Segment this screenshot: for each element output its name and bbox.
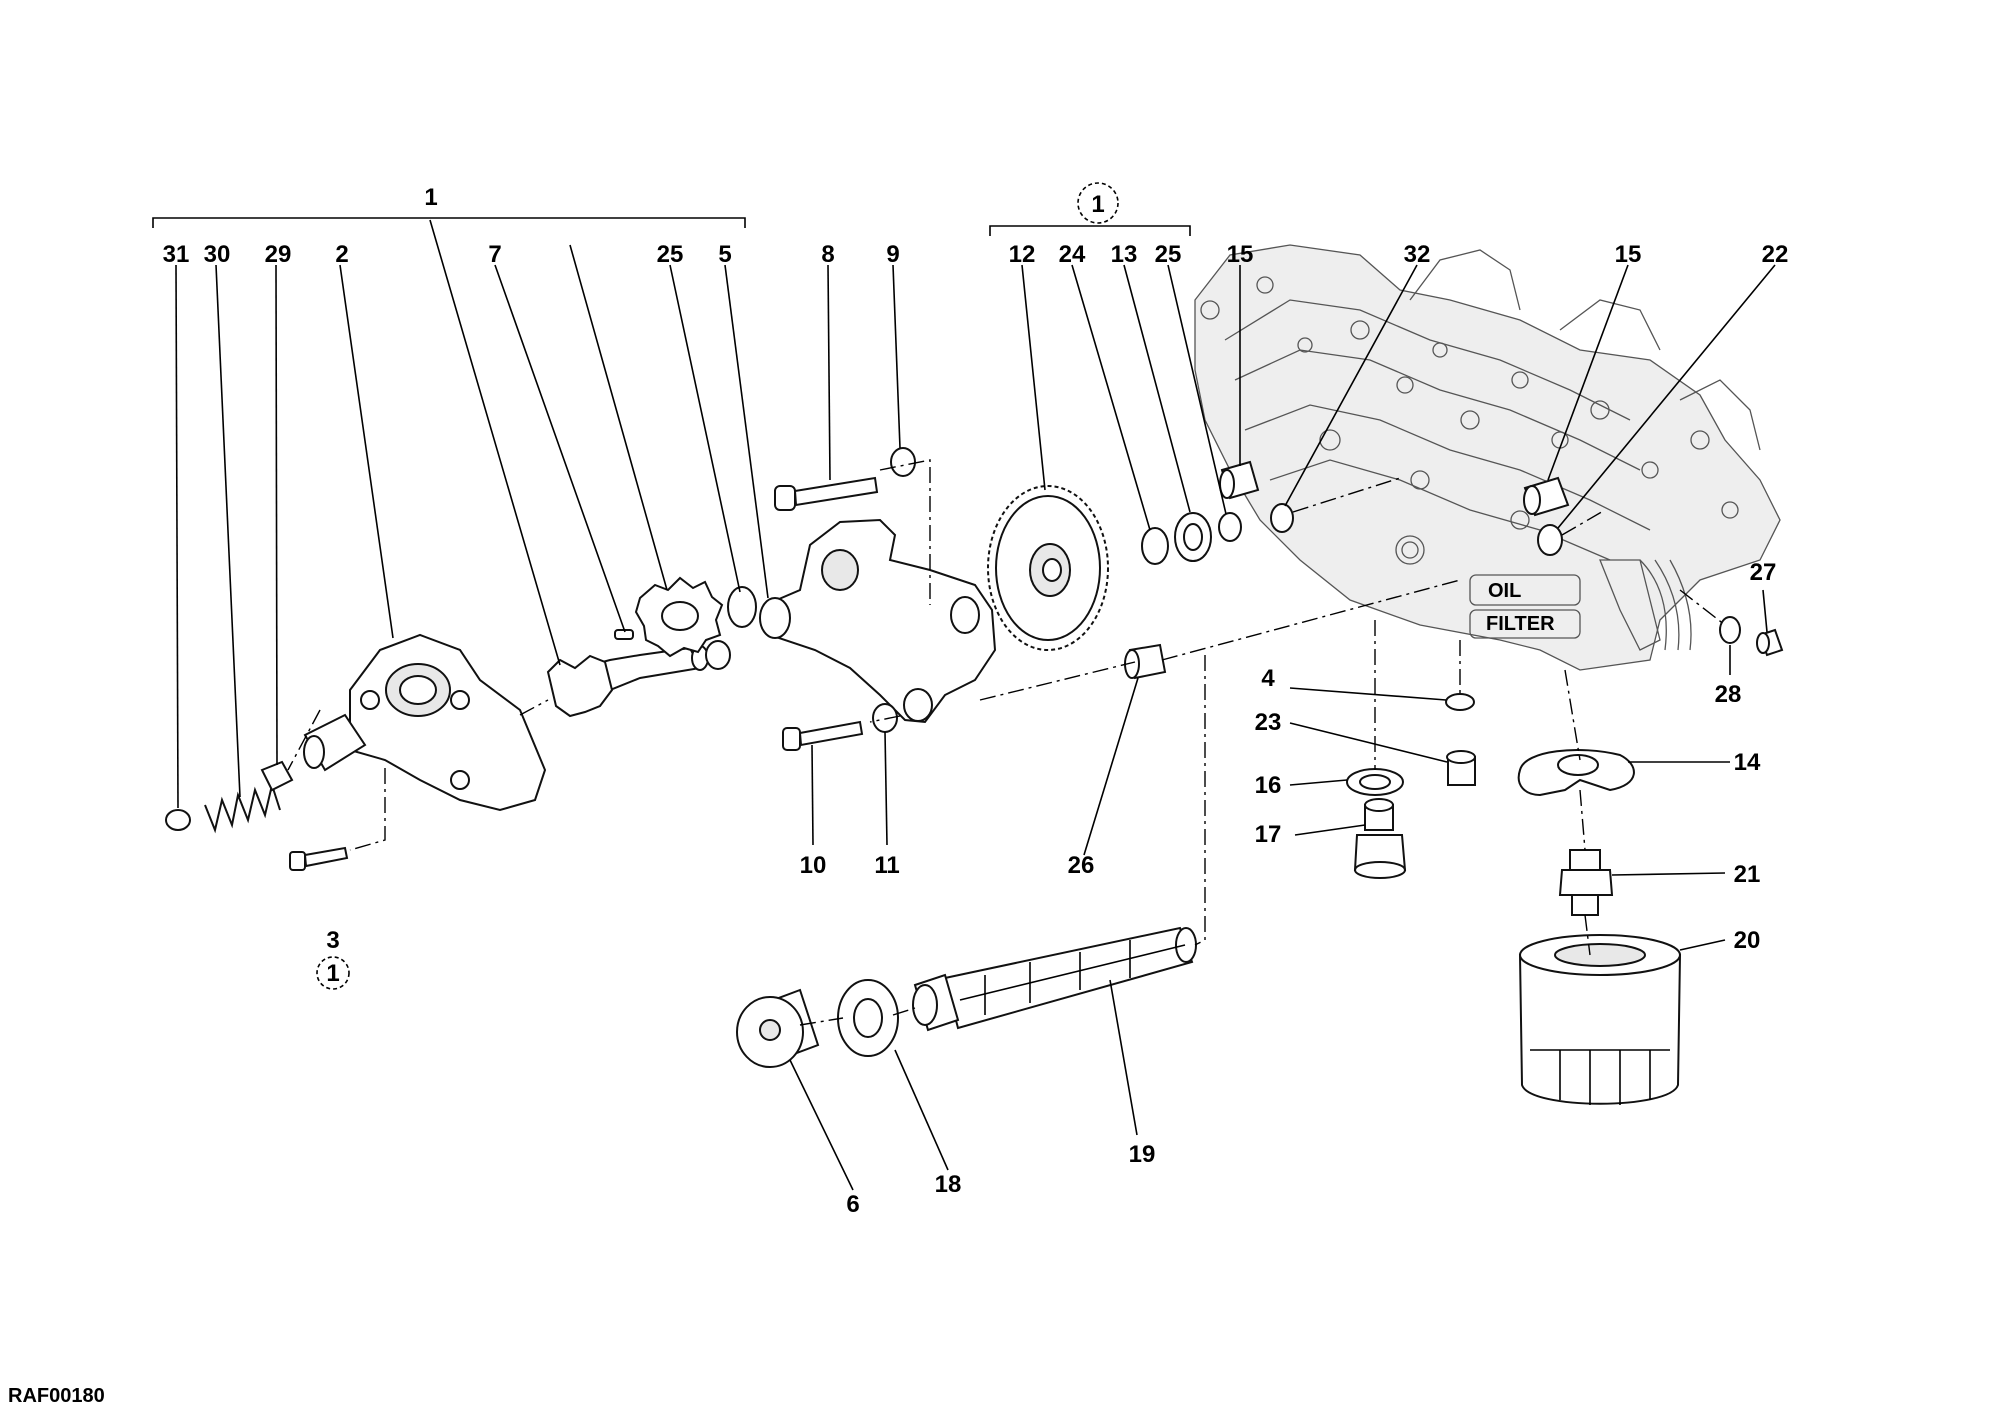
washer-4 bbox=[1445, 693, 1475, 711]
label-6: 6 bbox=[846, 1191, 859, 1218]
label-4: 4 bbox=[1261, 665, 1275, 692]
pump-rotor-gear bbox=[634, 576, 724, 658]
relief-valve-plug bbox=[165, 809, 191, 831]
label-28: 28 bbox=[1715, 681, 1742, 708]
pump-screw-3 bbox=[289, 846, 349, 871]
drain-plug-17 bbox=[1353, 798, 1407, 879]
circled-label-bottom: 1 bbox=[326, 960, 339, 987]
filter-union-21 bbox=[1558, 849, 1614, 916]
label-13: 13 bbox=[1111, 241, 1138, 268]
label-27: 27 bbox=[1750, 559, 1777, 586]
washer-16 bbox=[1346, 768, 1404, 796]
oil-pump-body bbox=[303, 633, 547, 812]
label-9: 9 bbox=[886, 241, 899, 268]
label-7: 7 bbox=[488, 241, 501, 268]
dowel-15-right bbox=[1523, 476, 1570, 517]
label-25a: 25 bbox=[657, 241, 684, 268]
pump-drive-gear bbox=[987, 485, 1109, 651]
pump-drive-shaft bbox=[546, 645, 709, 718]
label-3: 3 bbox=[326, 927, 339, 954]
label-16: 16 bbox=[1255, 772, 1282, 799]
label-22: 22 bbox=[1762, 241, 1789, 268]
label-1: 1 bbox=[424, 184, 437, 211]
screw-10 bbox=[782, 720, 864, 751]
label-20: 20 bbox=[1734, 927, 1761, 954]
circled-ref-top bbox=[1077, 182, 1119, 224]
circlip-24 bbox=[1141, 527, 1169, 565]
washer-9 bbox=[890, 447, 916, 477]
o-ring-22 bbox=[1537, 524, 1563, 556]
screw-23 bbox=[1446, 750, 1476, 786]
washer-28 bbox=[1719, 616, 1741, 644]
washer-18 bbox=[837, 979, 899, 1057]
leader-lines bbox=[175, 219, 1776, 1191]
label-18: 18 bbox=[935, 1171, 962, 1198]
oil-text: OIL bbox=[1488, 580, 1521, 602]
pump-ring-25 bbox=[727, 586, 757, 628]
circled-label-top: 1 bbox=[1091, 191, 1104, 218]
pump-cover bbox=[759, 518, 997, 724]
label-8: 8 bbox=[821, 241, 834, 268]
screw-8 bbox=[774, 476, 879, 511]
label-26: 26 bbox=[1068, 852, 1095, 879]
filter-text: FILTER bbox=[1486, 613, 1555, 635]
label-23: 23 bbox=[1255, 709, 1282, 736]
label-5a: 5 bbox=[718, 241, 731, 268]
label-2: 2 bbox=[335, 241, 348, 268]
label-15a: 15 bbox=[1227, 241, 1254, 268]
label-11: 11 bbox=[874, 852, 899, 879]
label-15b: 15 bbox=[1615, 241, 1642, 268]
label-19: 19 bbox=[1129, 1141, 1156, 1168]
label-12: 12 bbox=[1009, 241, 1036, 268]
filter-plate-14 bbox=[1517, 749, 1635, 797]
relief-valve-piston bbox=[260, 760, 294, 792]
relief-valve-spring bbox=[204, 781, 281, 834]
group-bracket-1-circled bbox=[989, 225, 1191, 236]
dowel-15-left bbox=[1219, 460, 1260, 500]
oil-strainer-19 bbox=[912, 926, 1197, 1032]
o-ring-32 bbox=[1270, 503, 1294, 533]
label-24: 24 bbox=[1059, 241, 1086, 268]
assembly-centre-lines bbox=[287, 459, 1726, 1026]
label-31: 31 bbox=[163, 241, 190, 268]
label-25b: 25 bbox=[1155, 241, 1182, 268]
label-32: 32 bbox=[1404, 241, 1431, 268]
oil-filter-20 bbox=[1518, 934, 1682, 1105]
circlip-25 bbox=[1218, 512, 1242, 542]
label-14: 14 bbox=[1734, 749, 1761, 776]
label-30: 30 bbox=[204, 241, 231, 268]
circled-ref-bottom bbox=[316, 956, 350, 990]
label-21: 21 bbox=[1734, 861, 1761, 888]
group-bracket-1 bbox=[152, 217, 746, 228]
bush-26 bbox=[1124, 643, 1167, 680]
strainer-plug-6 bbox=[736, 988, 820, 1068]
crankcase-housing bbox=[1194, 244, 1781, 671]
label-10: 10 bbox=[800, 852, 827, 879]
label-17: 17 bbox=[1255, 821, 1282, 848]
plug-27 bbox=[1756, 628, 1784, 657]
circlip-5 bbox=[705, 640, 731, 670]
drawing-code: RAF00180 bbox=[8, 1385, 105, 1407]
label-29: 29 bbox=[265, 241, 292, 268]
